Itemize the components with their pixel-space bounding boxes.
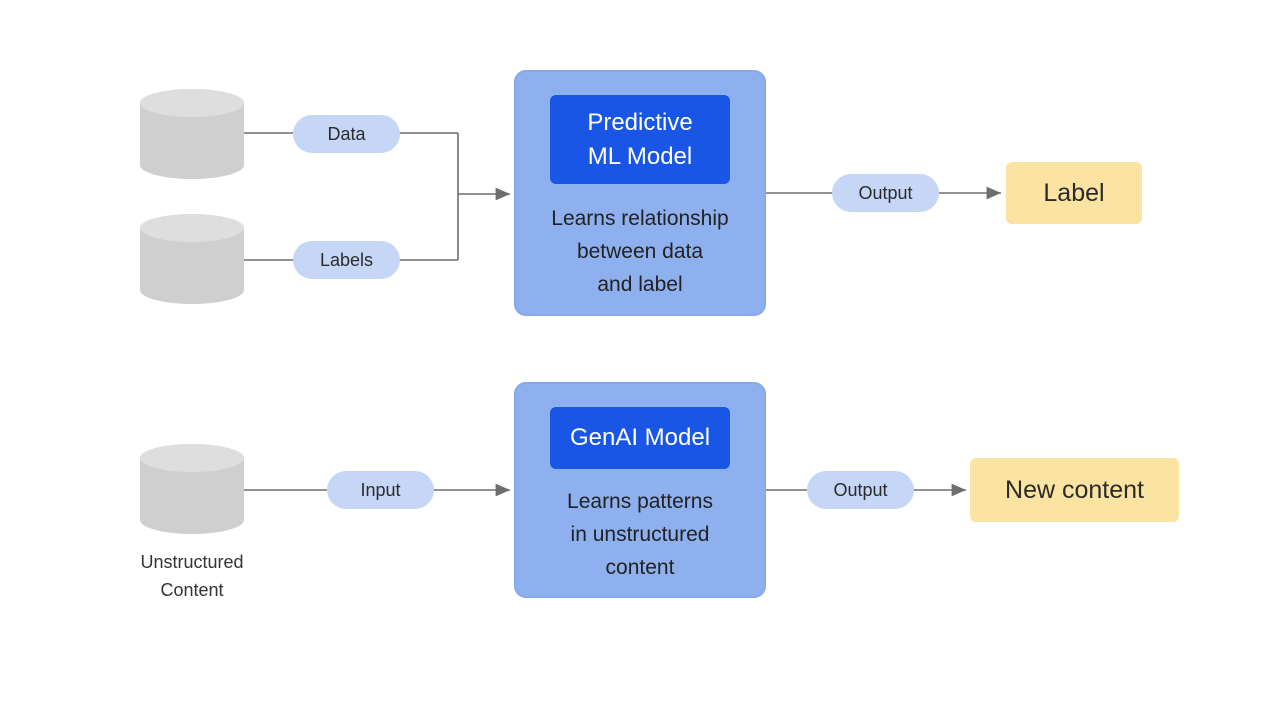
input-pill: Input xyxy=(327,471,434,509)
database-icon-unstructured xyxy=(140,444,244,536)
predictive-model-title: Predictive ML Model xyxy=(550,95,730,184)
genai-model-description: Learns patterns in unstructured content xyxy=(567,490,713,579)
genai-model-box: GenAI Model Learns patterns in unstructu… xyxy=(514,382,766,598)
data-pill: Data xyxy=(293,115,400,153)
genai-model-title: GenAI Model xyxy=(550,407,730,469)
predictive-output-pill: Output xyxy=(832,174,939,212)
unstructured-content-caption: Unstructured Content xyxy=(140,552,244,600)
database-icon-labels xyxy=(140,214,244,306)
predictive-model-box: Predictive ML Model Learns relationship … xyxy=(514,70,766,316)
label-result: Label xyxy=(1006,162,1142,224)
labels-pill: Labels xyxy=(293,241,400,279)
database-icon-data xyxy=(140,89,244,181)
genai-output-pill: Output xyxy=(807,471,914,509)
predictive-model-description: Learns relationship between data and lab… xyxy=(551,207,729,296)
new-content-result: New content xyxy=(970,458,1179,522)
